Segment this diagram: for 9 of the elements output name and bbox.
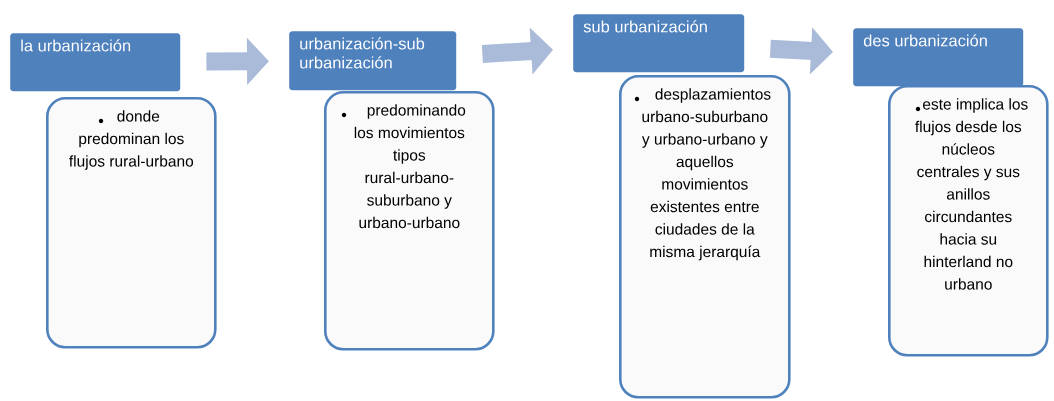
header-box: la urbanización bbox=[10, 33, 181, 92]
header-box: des urbanización bbox=[853, 28, 1024, 87]
node-label: sub urbanización bbox=[583, 20, 707, 33]
text-box: este implica los flujos desde los núcleos centrales y sus anillos circundantes hacia su hinterland no urbano bbox=[888, 85, 1049, 357]
text-box: predominando los movimientos tipos rural-urbano-suburbano y urbano-urbano bbox=[324, 91, 495, 351]
text-box: desplazamientos urbano-suburbano y urbano-urbano y aquellos movimientos existentes entre ciudades de la misma jerarquía bbox=[619, 75, 791, 399]
header-box: urbanización-sub urbanización bbox=[289, 31, 457, 91]
header-box: sub urbanización bbox=[573, 14, 745, 73]
text-box: donde predominan los flujos rural-urbano bbox=[46, 97, 217, 349]
